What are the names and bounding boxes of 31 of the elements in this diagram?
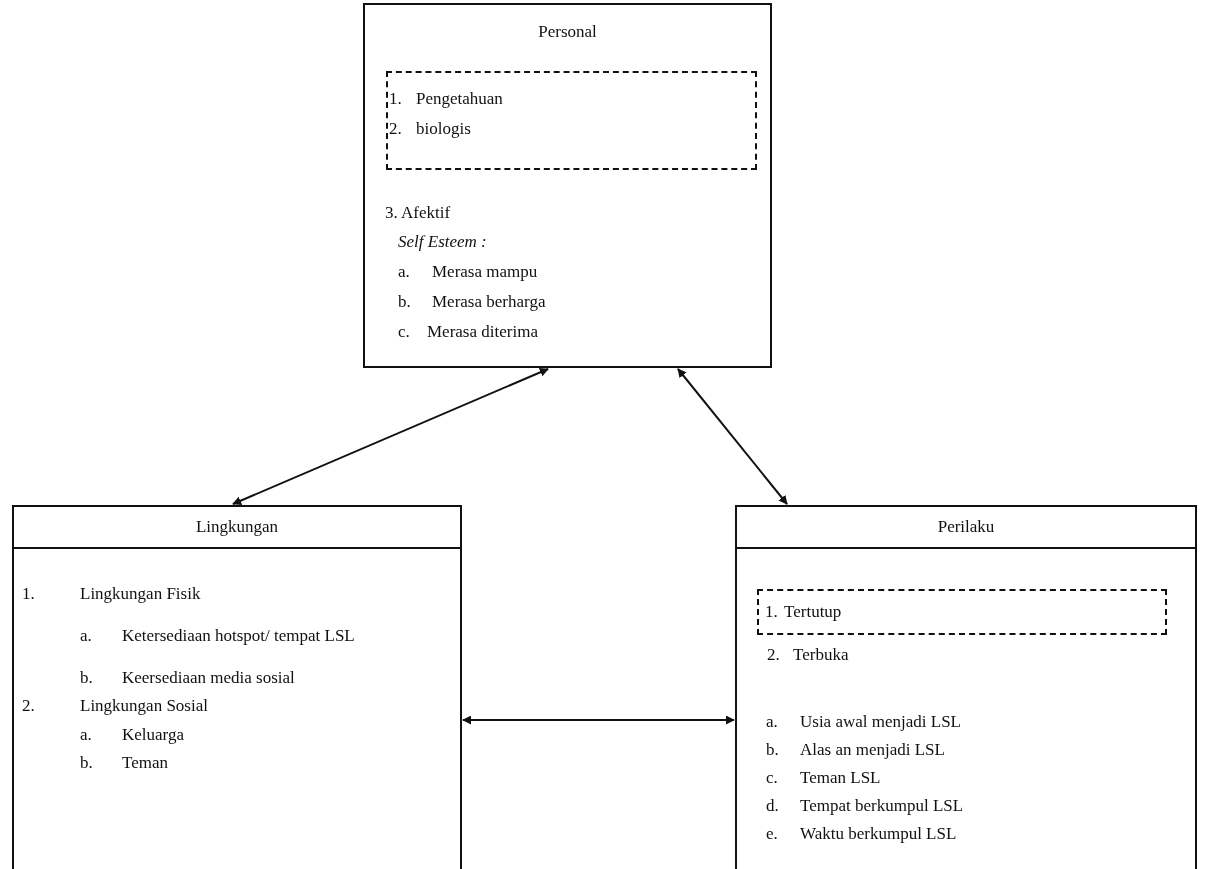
dashed-box: [386, 71, 757, 170]
category-box: [12, 505, 462, 869]
box-title: Perilaku: [936, 516, 996, 538]
list-item: 1. Lingkungan Fisik: [22, 583, 202, 605]
list-item: b. Keersediaan media sosial: [80, 667, 296, 689]
list-item: a. Ketersediaan hotspot/ tempat LSL: [80, 625, 356, 647]
list-item: 3. Afektif: [385, 202, 452, 224]
subheading: Self Esteem :: [398, 231, 488, 253]
category-box: [735, 505, 1197, 869]
list-item: a. Merasa mampu: [398, 261, 539, 283]
list-item: b. Teman: [80, 752, 169, 774]
list-item: 1. Pengetahuan: [389, 88, 504, 110]
list-item: 2. Terbuka: [767, 644, 850, 666]
box-title: Personal: [537, 21, 598, 43]
dashed-box: [757, 589, 1167, 635]
list-item: d. Tempat berkumpul LSL: [766, 795, 965, 817]
list-item: a. Keluarga: [80, 724, 185, 746]
list-item: e. Waktu berkumpul LSL: [766, 823, 958, 845]
double-arrow: [462, 715, 735, 725]
list-item: 1. Tertutup: [765, 601, 843, 623]
box-title: Lingkungan: [194, 516, 280, 538]
list-item: 2. biologis: [389, 118, 472, 140]
list-item: b. Merasa berharga: [398, 291, 547, 313]
list-item: a. Usia awal menjadi LSL: [766, 711, 962, 733]
list-item: c. Teman LSL: [766, 767, 882, 789]
list-item: b. Alas an menjadi LSL: [766, 739, 946, 761]
category-box: [363, 3, 772, 368]
double-arrow: [677, 368, 788, 505]
list-item: c. Merasa diterima: [398, 321, 539, 343]
list-item: 2. Lingkungan Sosial: [22, 695, 209, 717]
double-arrow: [232, 368, 549, 505]
